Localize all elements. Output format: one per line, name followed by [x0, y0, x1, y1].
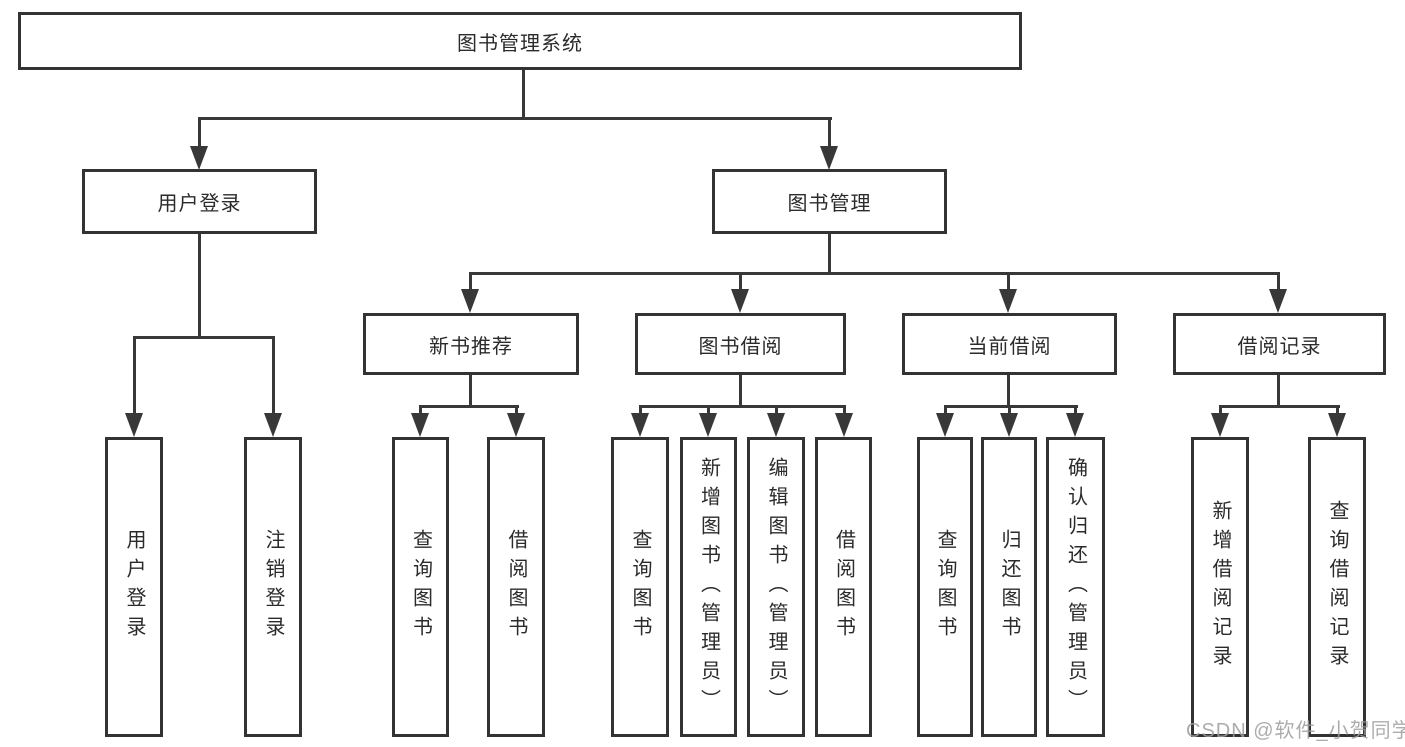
- node-user-login-label: 用户登录: [157, 193, 242, 215]
- leaf-nb-borrow-books-label: 借阅图书: [505, 529, 527, 645]
- arrow-down-user-login: [190, 146, 208, 170]
- arrow-down-nb-borrow: [507, 413, 525, 437]
- arrow-down-cb-confirm: [1066, 413, 1084, 437]
- connector-current-stem: [1007, 375, 1010, 408]
- connector-nb-borrow-drop: [515, 405, 518, 415]
- arrow-down-cb-return: [1000, 413, 1018, 437]
- connector-book-borrow-stem: [739, 375, 742, 408]
- leaf-logout-label: 注销登录: [262, 529, 284, 645]
- node-borrow-records: 借阅记录: [1173, 313, 1386, 375]
- node-book-mgmt: 图书管理: [712, 169, 947, 234]
- connector-bb-borrow-drop: [843, 405, 846, 415]
- connector-book-mgmt-drop: [828, 117, 831, 149]
- leaf-bb-add-books-admin: 新增图书（管理员）: [680, 437, 737, 737]
- leaf-br-add-record: 新增借阅记录: [1191, 437, 1249, 737]
- arrow-down-br-query: [1328, 413, 1346, 437]
- arrow-down-book-mgmt: [820, 146, 838, 170]
- node-current-borrow-label: 当前借阅: [967, 335, 1052, 358]
- connector-bb-edit-drop: [775, 405, 778, 415]
- connector-cb-query-drop: [944, 405, 947, 415]
- leaf-nb-borrow-books: 借阅图书: [487, 437, 545, 737]
- node-user-login: 用户登录: [82, 169, 317, 234]
- connector-book-borrow-hline: [639, 405, 846, 408]
- arrow-down-new-book: [461, 289, 479, 313]
- connector-nb-query-drop: [419, 405, 422, 415]
- arrow-down-current: [999, 289, 1017, 313]
- node-new-book-rec: 新书推荐: [363, 313, 579, 375]
- leaf-nb-query-books-label: 查询图书: [409, 529, 432, 645]
- connector-records-stem: [1277, 375, 1280, 408]
- leaf-bb-edit-books-admin-label: 编辑图书（管理员）: [765, 456, 787, 718]
- connector-user-login-stem: [198, 234, 201, 336]
- connector-book-mgmt-stem: [828, 234, 831, 274]
- connector-records-hline: [1219, 405, 1340, 408]
- arrow-down-nb-query: [411, 413, 429, 437]
- node-new-book-rec-label: 新书推荐: [429, 335, 513, 358]
- node-root: 图书管理系统: [18, 12, 1022, 70]
- node-borrow-records-label: 借阅记录: [1237, 335, 1322, 358]
- arrow-down-book-borrow: [731, 289, 749, 313]
- connector-current-hline: [944, 405, 1078, 408]
- connector-level2-hline: [469, 272, 1280, 275]
- leaf-nb-query-books: 查询图书: [392, 437, 449, 737]
- connector-root-stem: [522, 70, 525, 117]
- leaf-logout: 注销登录: [244, 437, 302, 737]
- leaf-cb-confirm-return-admin-label: 确认归还（管理员）: [1064, 456, 1087, 718]
- connector-level1-hline: [198, 117, 832, 120]
- leaf-bb-borrow-books: 借阅图书: [815, 437, 872, 737]
- arrow-down-br-add: [1211, 413, 1229, 437]
- arrow-down-cb-query: [936, 413, 954, 437]
- arrow-down-bb-edit: [767, 413, 785, 437]
- leaf-cb-query-books: 查询图书: [917, 437, 973, 737]
- connector-new-book-stem: [469, 375, 472, 408]
- connector-cb-confirm-drop: [1074, 405, 1077, 415]
- connector-new-book-drop: [469, 272, 472, 291]
- leaf-bb-query-books: 查询图书: [611, 437, 669, 737]
- connector-user-login-drop: [198, 117, 201, 149]
- connector-records-drop: [1277, 272, 1280, 291]
- arrow-down-bb-borrow: [835, 413, 853, 437]
- leaf-bb-edit-books-admin: 编辑图书（管理员）: [747, 437, 805, 737]
- connector-bb-add-drop: [707, 405, 710, 415]
- connector-bb-query-drop: [639, 405, 642, 415]
- arrow-down-bb-query: [631, 413, 649, 437]
- leaf-cb-confirm-return-admin: 确认归还（管理员）: [1046, 437, 1105, 737]
- connector-br-query-drop: [1336, 405, 1339, 415]
- leaf-bb-borrow-books-label: 借阅图书: [832, 529, 855, 645]
- node-book-borrow-label: 图书借阅: [698, 335, 783, 358]
- leaf-bb-query-books-label: 查询图书: [629, 529, 651, 645]
- arrow-down-bb-add: [699, 413, 717, 437]
- arrow-down-login: [125, 413, 143, 437]
- leaf-cb-return-books: 归还图书: [981, 437, 1037, 737]
- node-book-mgmt-label: 图书管理: [787, 193, 872, 215]
- leaf-br-add-record-label: 新增借阅记录: [1209, 500, 1231, 674]
- arrow-down-logout: [264, 413, 282, 437]
- leaf-user-login: 用户登录: [105, 437, 163, 737]
- arrow-down-records: [1269, 289, 1287, 313]
- leaf-br-query-record: 查询借阅记录: [1308, 437, 1366, 737]
- connector-book-borrow-drop: [739, 272, 742, 291]
- connector-new-book-hline: [419, 405, 519, 408]
- csdn-watermark: CSDN @软件_小贺同学: [1186, 720, 1405, 742]
- connector-current-drop: [1007, 272, 1010, 291]
- node-book-borrow: 图书借阅: [635, 313, 846, 375]
- leaf-bb-add-books-admin-label: 新增图书（管理员）: [697, 456, 720, 718]
- leaf-br-query-record-label: 查询借阅记录: [1326, 500, 1348, 674]
- node-root-label: 图书管理系统: [457, 32, 583, 55]
- connector-br-add-drop: [1219, 405, 1222, 415]
- connector-user-login-hline: [133, 336, 275, 339]
- leaf-cb-return-books-label: 归还图书: [998, 529, 1020, 645]
- node-current-borrow: 当前借阅: [902, 313, 1117, 375]
- connector-logout-drop: [272, 336, 275, 414]
- leaf-cb-query-books-label: 查询图书: [934, 529, 956, 645]
- connector-cb-return-drop: [1008, 405, 1011, 415]
- connector-login-drop: [133, 336, 136, 414]
- leaf-user-login-label: 用户登录: [123, 529, 145, 645]
